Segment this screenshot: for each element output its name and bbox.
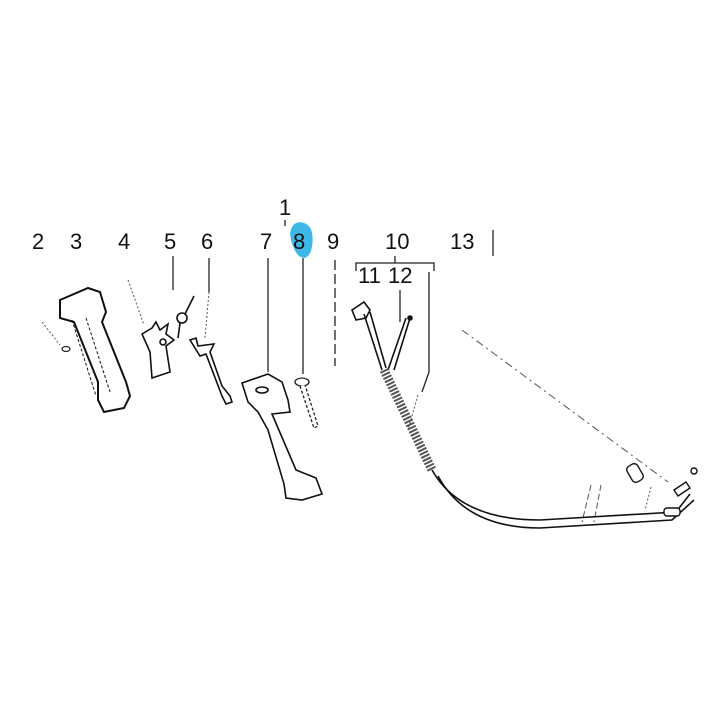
part-13-cable-end (626, 462, 698, 517)
part-5-spring (176, 295, 195, 339)
label-3[interactable]: 3 (70, 229, 83, 254)
label-7[interactable]: 7 (260, 229, 273, 254)
label-8[interactable]: 8 (293, 229, 306, 254)
part-2-screw (61, 345, 71, 353)
label-2[interactable]: 2 (32, 229, 45, 254)
part-10-cable (363, 311, 695, 529)
label-13[interactable]: 13 (450, 229, 475, 254)
label-5[interactable]: 5 (164, 229, 177, 254)
label-12[interactable]: 12 (388, 263, 413, 288)
label-9[interactable]: 9 (327, 229, 340, 254)
part-4-lockout (140, 320, 176, 380)
part-11-connector (351, 300, 371, 321)
part-7-handle (241, 373, 324, 501)
part-8-bolt (294, 377, 319, 429)
label-4[interactable]: 4 (118, 229, 131, 254)
label-11[interactable]: 11 (358, 263, 381, 288)
part-3-grip (59, 286, 132, 414)
label-10[interactable]: 10 (385, 229, 410, 254)
label-6[interactable]: 6 (201, 229, 214, 254)
bracket-10 (355, 262, 435, 271)
label-1[interactable]: 1 (279, 195, 292, 220)
part-6-trigger (188, 336, 234, 405)
